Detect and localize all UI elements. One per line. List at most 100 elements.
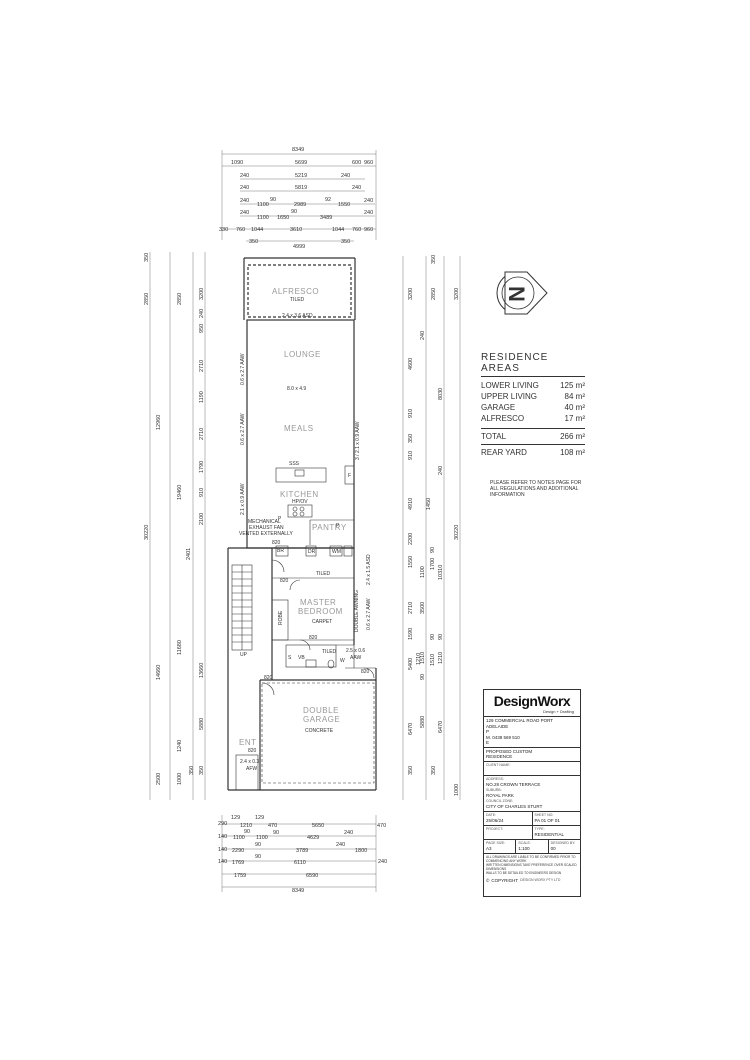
designed-cell: DESIGNED BY:00	[549, 840, 580, 853]
dim: 129	[231, 815, 240, 821]
bottom-dimensions: 290 129 1210 129 470 5650 470 140 90 110…	[218, 815, 387, 894]
alfresco-dim: 2.4 x 3.6 ASD	[282, 313, 313, 319]
suburb-value: ROYAL PARK	[486, 793, 514, 798]
master-floor: CARPET	[312, 619, 332, 625]
dim: 90	[420, 674, 426, 680]
dim: 1210	[240, 823, 252, 829]
dim: 1510	[430, 654, 436, 666]
dim: 1100	[233, 835, 245, 841]
window-label: AAW	[350, 655, 361, 661]
dim: 3500	[420, 602, 426, 614]
title-block: DesignWorx Design + Drafting 129 COMMERC…	[483, 689, 581, 897]
dim: 2200	[408, 533, 414, 545]
alfresco-outline	[247, 264, 352, 318]
room-pantry: PANTRY	[312, 523, 347, 532]
sss-label: SSS	[289, 461, 300, 467]
window-label: 2.4 x 0.3	[240, 759, 259, 765]
burner	[299, 506, 305, 512]
dim: 3200	[454, 288, 460, 300]
fine-line: WALLS TO BE DETAILED TO ENGINEERS DESIGN	[486, 870, 562, 875]
regulations-note: PLEASE REFER TO NOTES PAGE FOR ALL REGUL…	[490, 480, 582, 498]
project-type-row: PROJECT: TYPE:RESIDENTIAL	[484, 825, 580, 840]
brand-part: Design	[493, 692, 538, 709]
area-label: ALFRESCO	[481, 414, 525, 423]
dim: 90	[255, 842, 261, 848]
scale-cell: SCALE:1:100	[516, 839, 549, 853]
wc-label: W	[340, 658, 345, 664]
project-line: RESIDENCE	[486, 754, 513, 759]
dim: 1240	[177, 740, 183, 752]
size-value: A3	[486, 846, 492, 851]
dim: 240	[378, 859, 387, 865]
copyright-owner: DESIGN WORX PTY LTD	[520, 878, 561, 882]
dim: 760	[236, 227, 245, 233]
dim: 14660	[156, 665, 162, 680]
date-label: DATE:	[486, 812, 497, 817]
dim: 3200	[408, 288, 414, 300]
dim: 350	[431, 766, 437, 775]
dim: 5650	[312, 823, 324, 829]
dim: 1100	[257, 215, 269, 221]
dim: 1759	[234, 873, 246, 879]
sheet-value: PA 01 OF 01	[534, 818, 560, 823]
window-label: 0.6 x 2.7 AAW	[366, 598, 372, 630]
room-lounge: LOUNGE	[284, 350, 321, 359]
dim: 1100	[420, 566, 426, 578]
dim: 1000	[454, 784, 460, 796]
p-mark: P	[278, 516, 282, 522]
fridge-label: F	[348, 473, 351, 479]
dim: 90	[430, 547, 436, 553]
robe-label: ROBE	[278, 610, 284, 625]
area-value: 84 m²	[564, 392, 585, 401]
dim: 90	[291, 209, 297, 215]
dim-bottom-overall: 8349	[292, 888, 304, 894]
mobile-line: M. 0438 569 510	[486, 734, 520, 740]
scale-value: 1:100	[518, 846, 530, 851]
area-label: GARAGE	[481, 403, 516, 412]
hpov-label: HP/OV	[292, 499, 308, 505]
council-value: CITY OF CHARLES STURT	[486, 804, 543, 809]
dim: 90	[430, 634, 436, 640]
dim: 92	[325, 197, 331, 203]
scale-label: SCALE:	[518, 840, 531, 845]
dim: 1210	[416, 653, 422, 665]
window-labels: 0.6 x 2.7 AAW 0.6 x 2.7 AAW 2.1 x 0.9 AA…	[239, 353, 372, 772]
dim: 4629	[307, 835, 319, 841]
copyright-row: © COPYRIGHT DESIGN WORX PTY LTD	[484, 876, 580, 885]
sheet-label: SHEET NO:	[534, 812, 554, 817]
sink	[294, 469, 305, 477]
room-garage: DOUBLE	[303, 706, 339, 715]
window-label: 2.5 x 0.6	[346, 648, 365, 654]
dim: 350	[408, 766, 414, 775]
dim: 1100	[257, 202, 269, 208]
copyright-text: COPYRIGHT	[491, 877, 519, 883]
dim: 910	[199, 488, 205, 497]
dim: 1044	[332, 227, 344, 233]
room-master: MASTER	[300, 598, 336, 607]
size-scale-row: PAGE SIZE:A3 SCALE:1:100 DESIGNED BY:00	[484, 839, 580, 854]
dim: 240	[341, 173, 350, 179]
dim: 240	[240, 173, 249, 179]
dim: 910	[408, 409, 414, 418]
exhaust-note: MECHANICAL	[248, 519, 281, 525]
dim: 6590	[306, 873, 318, 879]
alfresco-floor: TILED	[290, 297, 305, 303]
dim: 240	[240, 185, 249, 191]
dim: 140	[218, 834, 227, 840]
area-row: UPPER LIVING 84 m²	[481, 391, 585, 402]
fine-print: ALL DRAWINGS ARE LIABLE TO BE CONFIRMED …	[484, 854, 580, 876]
dim: 4910	[408, 498, 414, 510]
area-label: LOWER LIVING	[481, 381, 539, 390]
dim: 5819	[295, 185, 307, 191]
area-label: UPPER LIVING	[481, 392, 538, 401]
dim: 2500	[156, 773, 162, 785]
dim: 90	[244, 829, 250, 835]
type-label: TYPE:	[534, 826, 545, 831]
client-label: CLIENT NAME:	[486, 762, 511, 767]
tiled-laundry: TILED	[316, 571, 331, 577]
exhaust-note: EXHAUST FAN	[249, 525, 284, 531]
dim: 350	[189, 766, 195, 775]
